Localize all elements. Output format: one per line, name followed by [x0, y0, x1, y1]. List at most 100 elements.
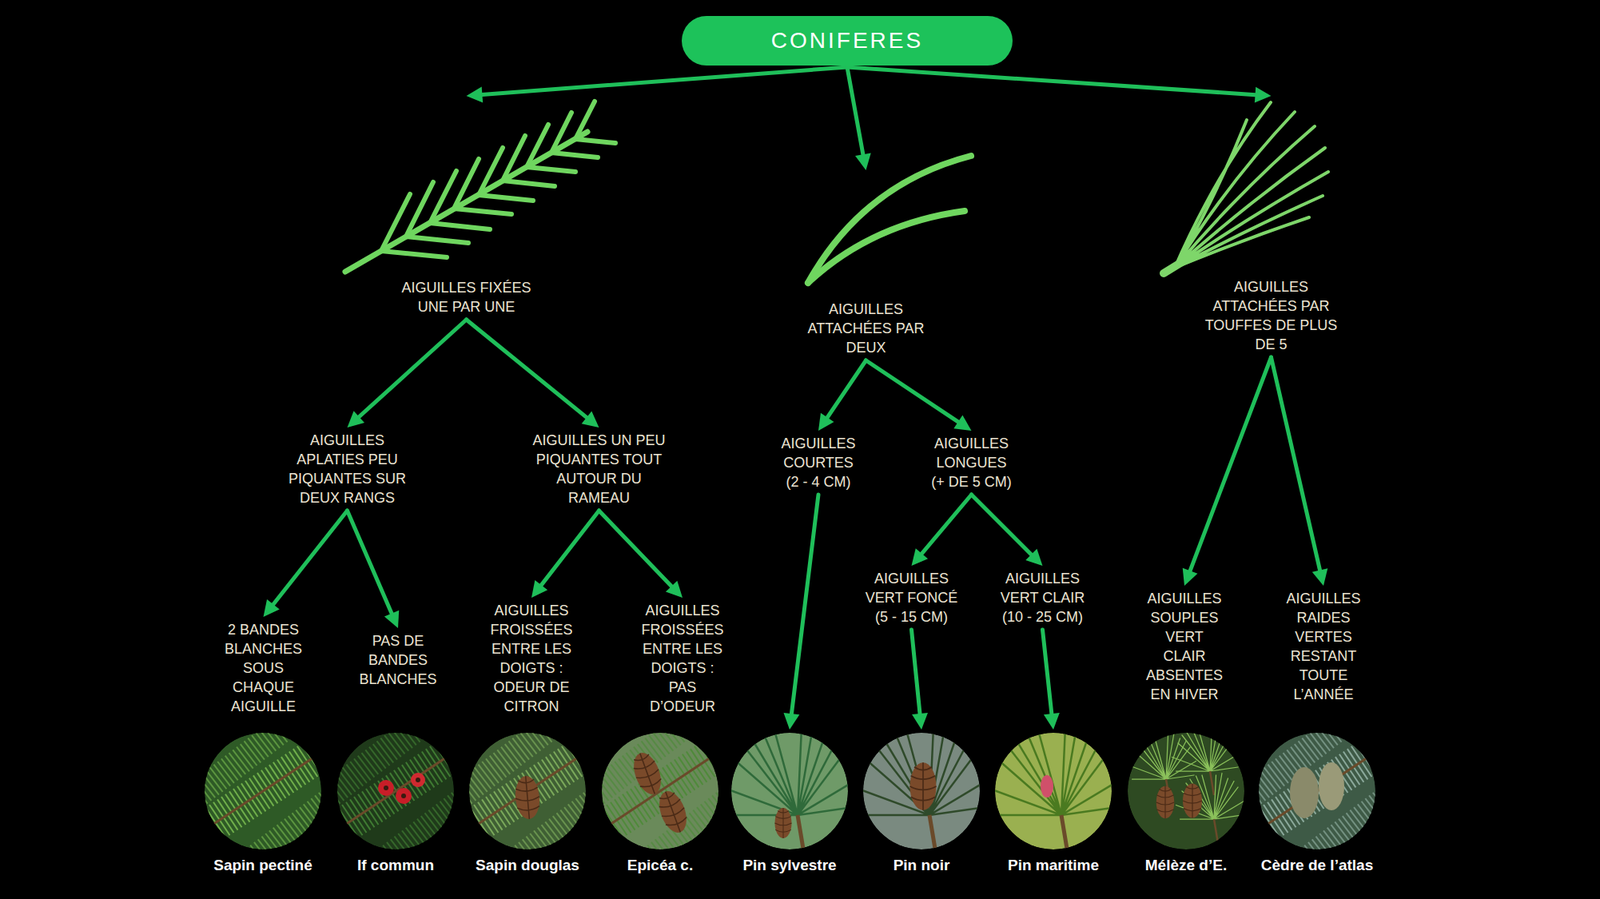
arrow-head	[347, 410, 366, 428]
tuft-base	[1163, 260, 1185, 274]
species-name: Epicéa c.	[601, 855, 719, 875]
connector-arrow	[866, 360, 972, 431]
fir-spray	[191, 719, 343, 872]
connector-arrow	[466, 319, 600, 428]
arrow-head	[855, 153, 872, 171]
photo-frame	[337, 732, 454, 850]
tree-photo	[323, 719, 476, 872]
species-photo: If commun	[337, 732, 454, 875]
species-name: Mélèze d’E.	[1127, 855, 1245, 875]
needle-group: AIGUILLES ATTACHÉES PAR TOUFFES DE PLUS …	[1197, 99, 1346, 355]
pair-needle-drawing	[807, 155, 972, 283]
node-label: AIGUILLES RAIDES VERTES RESTANT TOUTE L’…	[1283, 589, 1364, 705]
connector-arrow	[531, 510, 600, 598]
tree-photo	[191, 719, 343, 872]
connector-line	[1042, 629, 1053, 717]
connector-line	[599, 510, 674, 589]
connector-arrow	[347, 510, 400, 629]
criterion-node: AIGUILLES LONGUES (+ DE 5 CM)	[928, 433, 1015, 492]
node-label: AIGUILLES LONGUES (+ DE 5 CM)	[928, 433, 1015, 492]
connector-arrow	[599, 510, 684, 598]
node-label: 2 BANDES BLANCHES SOUS CHAQUE AIGUILLE	[221, 620, 306, 717]
tree-photo	[1127, 725, 1245, 851]
connector-line	[1189, 357, 1272, 574]
single-needle-drawing	[345, 101, 616, 272]
cone	[1156, 786, 1175, 820]
criterion-node: AIGUILLES SOUPLES VERT CLAIR ABSENTES EN…	[1144, 589, 1225, 705]
criterion-node: AIGUILLES COURTES (2 - 4 CM)	[778, 433, 859, 492]
connector-arrow	[911, 629, 928, 730]
arrow-head	[1312, 568, 1328, 586]
arrow-head	[1025, 549, 1043, 566]
needle	[807, 210, 965, 283]
cone	[1182, 783, 1202, 818]
needle	[807, 155, 972, 283]
pine-tuft	[721, 723, 858, 864]
connector-line	[347, 510, 394, 617]
berry	[410, 772, 426, 788]
berry-seed	[383, 785, 389, 791]
species-photo: Sapin douglas	[469, 732, 586, 875]
species-name: Sapin pectiné	[204, 855, 322, 875]
connector-line	[825, 360, 867, 421]
berry-seed	[401, 793, 406, 799]
criterion-node: AIGUILLES FROISSÉES ENTRE LES DOIGTS : P…	[638, 600, 727, 717]
species-photo: Epicéa c.	[601, 732, 719, 875]
tree-photo	[853, 723, 990, 864]
node-label: AIGUILLES SOUPLES VERT CLAIR ABSENTES EN…	[1144, 589, 1225, 705]
connector-arrow	[847, 67, 1272, 104]
arrow-head	[263, 599, 280, 617]
photo-ground	[995, 732, 1112, 850]
fir-spray	[588, 719, 741, 872]
pine-tuft	[853, 723, 990, 864]
connector-arrow	[847, 67, 872, 171]
connector-arrow	[818, 360, 867, 431]
connector-line	[919, 494, 972, 557]
photo-frame	[1127, 732, 1245, 850]
criterion-node: 2 BANDES BLANCHES SOUS CHAQUE AIGUILLE	[221, 620, 306, 717]
connector-line	[478, 67, 848, 96]
young-cone	[1040, 775, 1054, 798]
species-name: Pin sylvestre	[731, 855, 848, 875]
criterion-node: AIGUILLES VERT CLAIR (10 - 25 CM)	[992, 569, 1093, 627]
criterion-node: AIGUILLES APLATIES PEU PIQUANTES SUR DEU…	[281, 430, 414, 508]
arrow-head	[531, 580, 548, 598]
photo-frame	[731, 732, 848, 850]
arrow-head	[911, 548, 929, 566]
arrow-head	[911, 712, 928, 730]
arrow-head	[384, 610, 399, 629]
node-label: AIGUILLES FROISSÉES ENTRE LES DOIGTS : O…	[487, 600, 576, 717]
connector-line	[466, 319, 590, 420]
connector-arrow	[466, 67, 848, 103]
root-label: CONIFERES	[771, 27, 924, 54]
tree-photo	[1245, 719, 1398, 872]
tree-photo	[455, 719, 608, 872]
criterion-node: AIGUILLES VERT FONCÉ (5 - 15 CM)	[861, 569, 962, 627]
species-name: Sapin douglas	[469, 855, 586, 875]
connector-line	[911, 629, 921, 717]
needles	[381, 101, 616, 258]
arrow-head	[818, 413, 834, 431]
connector-line	[539, 510, 600, 588]
arrow-head	[1254, 87, 1272, 104]
criterion-node: PAS DE BANDES BLANCHES	[354, 631, 442, 689]
cone	[628, 748, 667, 798]
node-label: PAS DE BANDES BLANCHES	[354, 631, 442, 689]
fir-spray	[323, 719, 476, 872]
photo-frame	[469, 732, 586, 850]
fir-spray	[1245, 719, 1398, 872]
photo-frame	[863, 732, 980, 850]
arrow-head	[953, 415, 972, 431]
node-label: AIGUILLES APLATIES PEU PIQUANTES SUR DEU…	[281, 430, 414, 508]
connector-line	[270, 510, 347, 607]
node-label: AIGUILLES ATTACHÉES PAR TOUFFES DE PLUS …	[1197, 277, 1346, 355]
cone	[654, 787, 693, 836]
tuft-needle-drawing	[1163, 102, 1329, 274]
needle-group: AIGUILLES FIXÉES UNE PAR UNE	[392, 99, 541, 317]
connector-arrow	[263, 510, 348, 617]
species-photo: Sapin pectiné	[204, 732, 322, 875]
needles	[1174, 102, 1329, 268]
cone	[513, 775, 542, 820]
species-photo: Mélèze d’E.	[1127, 732, 1245, 875]
